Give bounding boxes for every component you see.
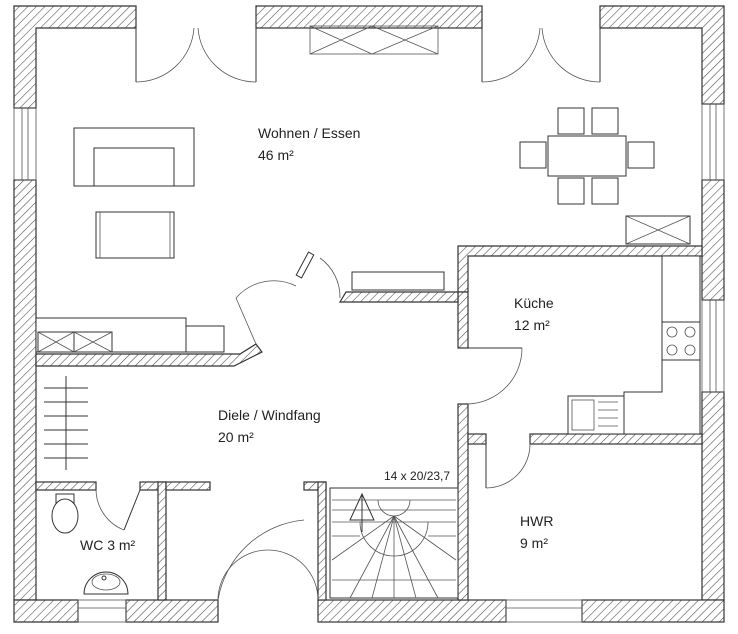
- wash-basin: [83, 571, 129, 595]
- hwr-door: [485, 443, 531, 489]
- window-right-top: [701, 103, 725, 181]
- wc-top-wall-left: [35, 481, 97, 491]
- bottom-wall-segment-3: [317, 599, 507, 623]
- wc-door: [95, 489, 141, 531]
- stair-label: 14 x 20/23,7: [384, 469, 450, 483]
- wardrobe: [35, 317, 225, 353]
- room-name-wc: WC 3 m²: [80, 537, 136, 553]
- window-bottom-hwr: [505, 599, 583, 623]
- kitchen-counter: [567, 255, 701, 435]
- top-wall-left: [13, 5, 137, 109]
- room-name-wohnen: Wohnen / Essen: [258, 125, 360, 141]
- window-bottom-wc: [77, 599, 127, 623]
- kitchen-left-wall-lower: [457, 403, 469, 601]
- living-divider-right: [338, 291, 459, 303]
- storage-door: [217, 519, 319, 601]
- kitchen-left-wall: [457, 291, 469, 349]
- terrace-doors: [135, 27, 601, 83]
- living-cabinet: [351, 271, 445, 291]
- stove: [661, 321, 701, 361]
- labels: Wohnen / Essen 46 m² Küche 12 m² Diele /…: [80, 125, 554, 553]
- chair: [591, 177, 619, 205]
- wc-right-wall: [157, 481, 167, 601]
- right-wall-lower: [701, 391, 725, 601]
- bottom-wall-segment-2: [125, 599, 219, 623]
- chair: [591, 107, 619, 135]
- room-area-kueche: 12 m²: [514, 317, 550, 333]
- living-divider-left: [35, 343, 263, 367]
- windows: [13, 25, 725, 623]
- left-wall-lower: [13, 179, 37, 601]
- room-name-kueche: Küche: [514, 295, 554, 311]
- dining-table: [519, 107, 655, 205]
- room-name-diele: Diele / Windfang: [218, 407, 321, 423]
- hwr-top-wall-right: [529, 433, 703, 445]
- chair: [519, 141, 547, 169]
- hwr-top-wall: [467, 433, 487, 445]
- sofa-inner: [93, 147, 175, 187]
- window-right-kitchen: [701, 299, 725, 393]
- room-name-hwr: HWR: [520, 513, 553, 529]
- coat-rack: [44, 376, 88, 470]
- sofa: [73, 127, 195, 187]
- top-wall-middle: [255, 5, 483, 29]
- toilet: [51, 493, 79, 534]
- kitchen-door: [467, 347, 523, 405]
- armchair: [95, 211, 175, 259]
- bottom-wall-left: [13, 599, 79, 623]
- window-left: [13, 107, 37, 181]
- living-door: [235, 251, 341, 345]
- outer-walls: [13, 5, 725, 623]
- interior-walls: [35, 245, 703, 601]
- table-top: [547, 135, 627, 177]
- storage-right-wall: [317, 481, 327, 601]
- room-area-diele: 20 m²: [218, 429, 254, 445]
- sideboard: [625, 215, 691, 245]
- chair: [557, 177, 585, 205]
- storage-top-wall: [165, 481, 211, 491]
- room-area-hwr: 9 m²: [520, 535, 548, 551]
- room-area-wohnen: 46 m²: [258, 147, 294, 163]
- window-top-terrace: [309, 25, 439, 55]
- chair: [557, 107, 585, 135]
- bottom-wall-segment-4: [581, 599, 725, 623]
- top-wall-right: [599, 5, 725, 105]
- chair: [627, 141, 655, 169]
- staircase: [329, 487, 459, 599]
- right-wall-middle: [701, 179, 725, 301]
